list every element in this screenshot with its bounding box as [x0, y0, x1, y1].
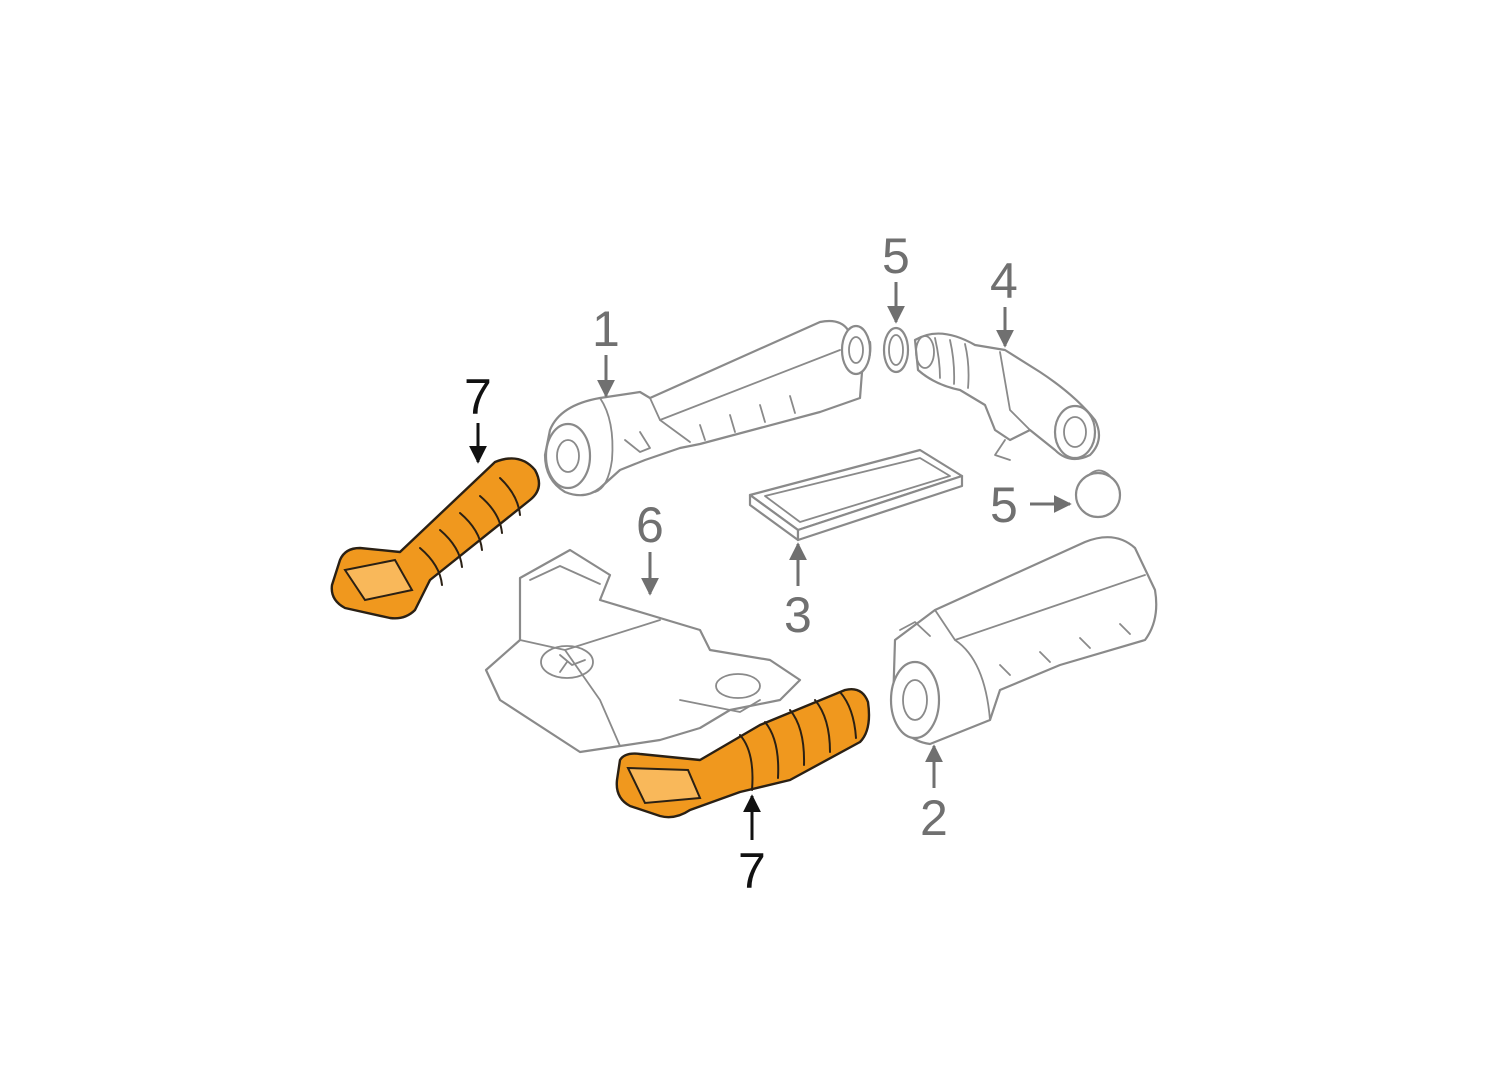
hose-clamp-upper	[882, 326, 910, 374]
air-duct-right	[615, 688, 871, 819]
intake-hose	[913, 332, 1101, 461]
callout-7-right: 7	[738, 843, 766, 899]
air-cleaner-housing-left	[543, 319, 872, 497]
callout-5-lower: 5	[990, 477, 1018, 533]
callout-1: 1	[592, 301, 620, 357]
air-cleaner-housing-right	[889, 536, 1158, 746]
air-duct-left	[330, 457, 541, 620]
callout-4: 4	[990, 253, 1018, 309]
air-filter-element	[748, 448, 964, 542]
callout-3: 3	[784, 587, 812, 643]
hose-clamp-lower	[1074, 469, 1122, 519]
callout-6: 6	[636, 497, 664, 553]
engine-cover	[484, 548, 802, 754]
callout-5-upper: 5	[882, 228, 910, 284]
callout-7-left: 7	[464, 369, 492, 425]
callout-2: 2	[920, 790, 948, 846]
